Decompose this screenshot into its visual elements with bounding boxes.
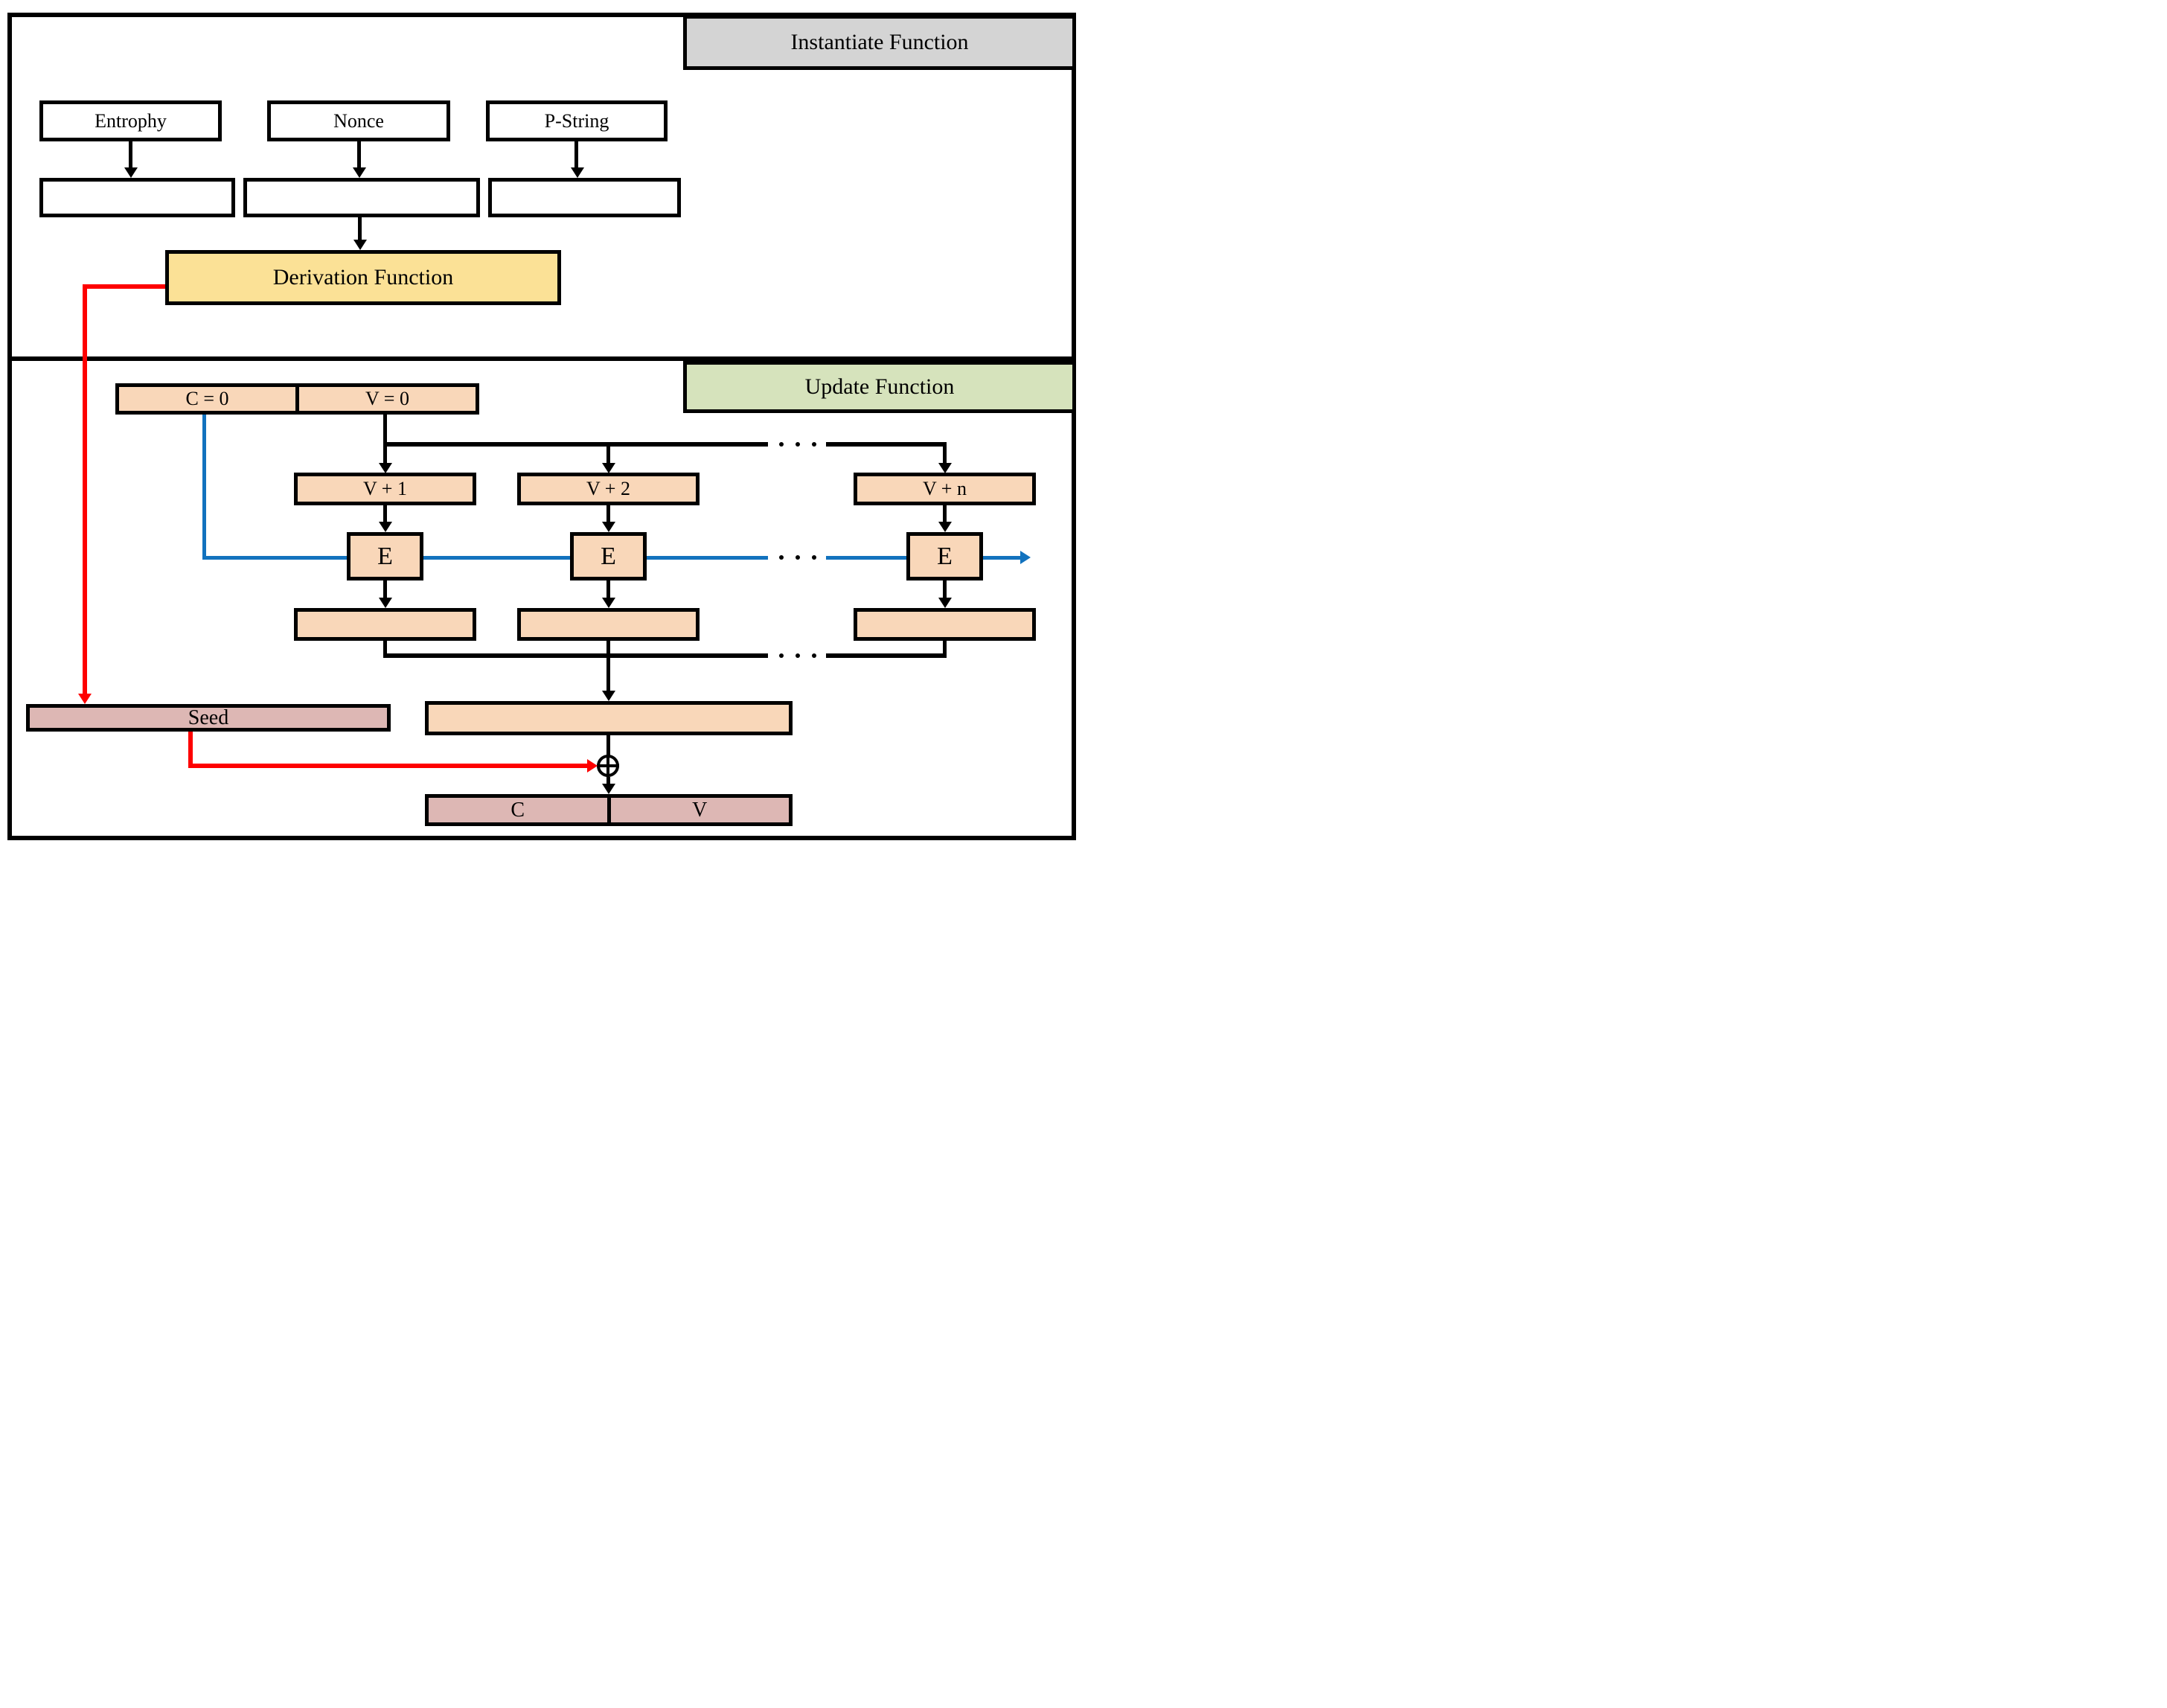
- diagram-canvas: Instantiate Function Update Function Ent…: [0, 0, 1084, 854]
- outer-frame: [7, 13, 1076, 840]
- red-line-seed-v: [188, 732, 193, 768]
- v-out-cell: V: [606, 798, 790, 822]
- concat-segment-2: [243, 178, 480, 217]
- collector-line-h1: [383, 653, 768, 658]
- concat-segment-3: [488, 178, 681, 217]
- c0-cell: C = 0: [185, 388, 229, 409]
- xor-icon: [597, 755, 619, 777]
- concat-output-box: [425, 701, 793, 735]
- e-box-3: E: [906, 532, 983, 580]
- collector-drop-line: [606, 641, 610, 691]
- blue-arrow-head: [1020, 551, 1031, 564]
- entrophy-box: Entrophy: [39, 100, 222, 141]
- arrow-entrophy-head: [124, 167, 138, 178]
- arrow-entrophy-line: [129, 141, 132, 168]
- blue-line-h1: [202, 556, 768, 560]
- arrow-nonce-head: [353, 167, 366, 178]
- ve-arrow-col1: [379, 522, 392, 532]
- arrow-pstring-head: [571, 167, 584, 178]
- v-plus-n-box: V + n: [854, 473, 1036, 505]
- v-arrow-col2: [602, 463, 615, 473]
- red-arrow-xor-head: [587, 759, 598, 773]
- eo-line-col2: [606, 580, 610, 598]
- section-divider: [7, 356, 1076, 361]
- ve-line-col1: [383, 505, 387, 522]
- ve-arrow-col2: [602, 522, 615, 532]
- arrow-concat-line: [358, 217, 362, 240]
- ellipsis-dots-branch: [779, 442, 816, 447]
- v-arrow-col1: [379, 463, 392, 473]
- update-header: Update Function: [683, 361, 1076, 413]
- v-line-col1: [383, 415, 387, 464]
- pstring-box: P-String: [486, 100, 668, 141]
- branch-line-h1: [383, 442, 768, 447]
- derivation-function-box: Derivation Function: [165, 250, 561, 305]
- arrow-concat-head: [353, 240, 367, 250]
- ve-arrow-col3: [938, 522, 952, 532]
- e-box-1: E: [347, 532, 423, 580]
- eo-line-col3: [943, 580, 947, 598]
- v-arrow-col3: [938, 463, 952, 473]
- c-out-cell: C: [510, 798, 525, 822]
- state-output-box: C V: [425, 794, 793, 826]
- eo-arrow-col2: [602, 598, 615, 608]
- xor-out-head: [602, 784, 615, 794]
- arrow-nonce-line: [357, 141, 361, 168]
- state-init-box: C = 0 V = 0: [115, 383, 479, 415]
- eo-line-col1: [383, 580, 387, 598]
- v-plus-2-box: V + 2: [517, 473, 700, 505]
- collector-line-h2: [826, 653, 947, 658]
- branch-drop-col3: [943, 442, 947, 464]
- collector-drop-head: [602, 691, 615, 701]
- eo-arrow-col3: [938, 598, 952, 608]
- red-line-derivation-v: [83, 284, 87, 694]
- collector-stub-col3: [943, 641, 947, 658]
- e-output-box-2: [517, 608, 700, 641]
- e-output-box-3: [854, 608, 1036, 641]
- v-plus-1-box: V + 1: [294, 473, 476, 505]
- red-line-seed-h: [188, 764, 587, 768]
- branch-line-h2: [826, 442, 947, 447]
- eo-arrow-col1: [379, 598, 392, 608]
- seed-box: Seed: [26, 704, 391, 732]
- output-xor-line: [606, 735, 610, 755]
- red-arrow-seed-head: [78, 694, 92, 704]
- xor-out-line: [606, 777, 610, 785]
- red-line-derivation-h: [83, 284, 165, 289]
- ellipsis-dots-blue: [779, 555, 816, 560]
- branch-drop-col2: [606, 442, 610, 464]
- ve-line-col2: [606, 505, 610, 522]
- e-box-2: E: [570, 532, 647, 580]
- v0-cell: V = 0: [295, 387, 476, 411]
- e-output-box-1: [294, 608, 476, 641]
- collector-stub-col1: [383, 641, 387, 658]
- concat-segment-1: [39, 178, 235, 217]
- ellipsis-dots-collector: [779, 653, 816, 658]
- instantiate-header: Instantiate Function: [683, 15, 1076, 70]
- nonce-box: Nonce: [267, 100, 450, 141]
- ve-line-col3: [943, 505, 947, 522]
- blue-line-v: [202, 415, 206, 560]
- arrow-pstring-line: [574, 141, 578, 168]
